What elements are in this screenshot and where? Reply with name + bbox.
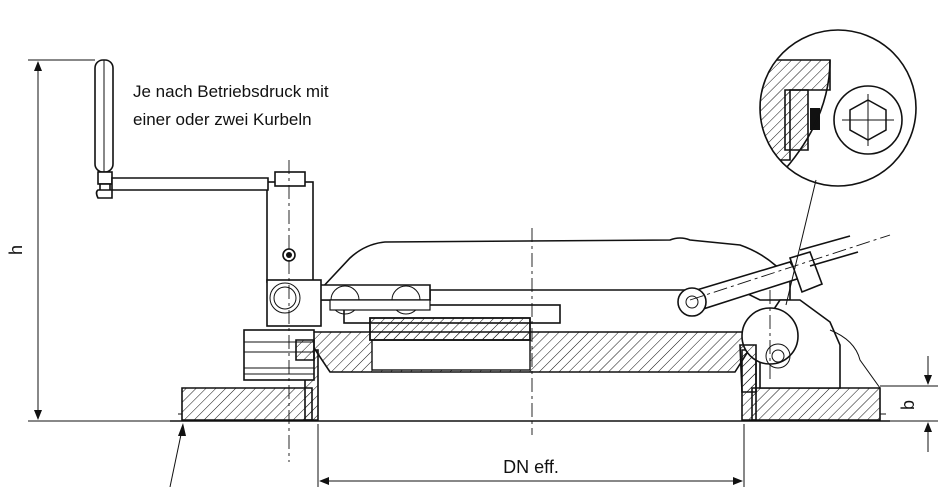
clamp-arm xyxy=(317,237,791,315)
leader-line xyxy=(169,423,186,487)
dimension-h-label: h xyxy=(6,245,26,255)
note-text-line-1: Je nach Betriebsdruck mit xyxy=(133,82,329,101)
spindle-column xyxy=(243,171,322,381)
inner-lid xyxy=(343,304,561,341)
note-text-line-2: einer oder zwei Kurbeln xyxy=(133,110,312,129)
dimension-dn-label: DN eff. xyxy=(503,457,559,477)
dimension-h: h xyxy=(6,59,170,422)
dimension-b-label: b xyxy=(898,400,918,410)
dimension-b: b xyxy=(880,356,938,452)
center-lines xyxy=(288,160,891,462)
detail-view xyxy=(759,29,917,306)
dimension-dn: DN eff. xyxy=(317,424,745,487)
base-flange xyxy=(170,387,890,422)
crank-handle xyxy=(94,59,269,199)
